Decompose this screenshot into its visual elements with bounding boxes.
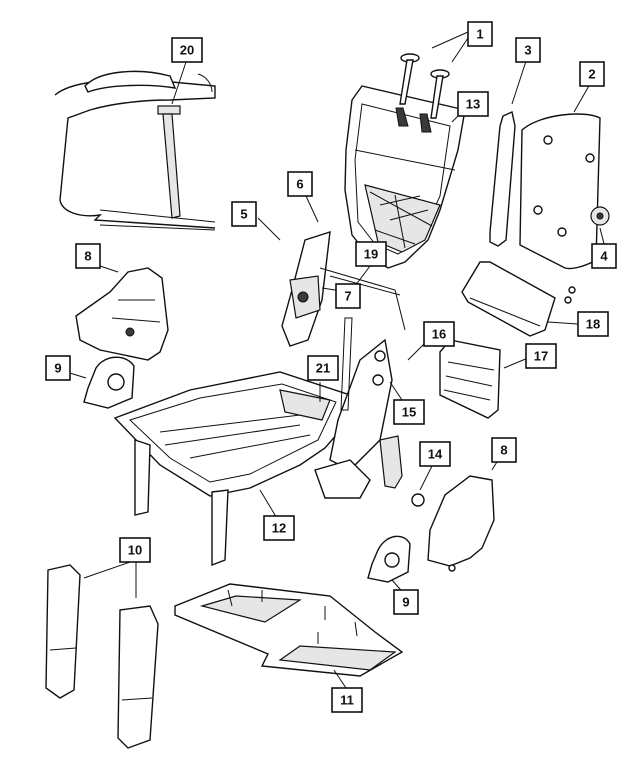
svg-text:20: 20 xyxy=(180,43,194,58)
callout-18: 18 xyxy=(577,311,609,337)
floor-panel-part-11 xyxy=(174,583,404,677)
seat-frame xyxy=(113,371,351,567)
svg-text:7: 7 xyxy=(344,289,351,304)
callout-10: 10 xyxy=(119,537,151,563)
callout-12: 12 xyxy=(263,515,295,541)
side-shield-left xyxy=(75,267,169,361)
callout-6: 6 xyxy=(287,171,313,197)
callout-17: 17 xyxy=(525,343,557,369)
callout-11: 11 xyxy=(331,687,363,713)
hinge-bracket xyxy=(281,231,406,347)
callout-19: 19 xyxy=(355,241,387,267)
svg-text:3: 3 xyxy=(524,43,531,58)
callout-13: 13 xyxy=(457,91,489,117)
svg-text:9: 9 xyxy=(54,361,61,376)
trim-pieces-part-10 xyxy=(45,564,159,749)
riser-part-15 xyxy=(329,317,393,471)
svg-text:15: 15 xyxy=(402,405,416,420)
bracket-left xyxy=(83,356,135,409)
side-shield-right xyxy=(427,475,495,572)
svg-text:17: 17 xyxy=(534,349,548,364)
svg-text:9: 9 xyxy=(402,595,409,610)
callout-4: 4 xyxy=(591,243,617,269)
callout-14: 14 xyxy=(419,441,451,467)
svg-text:5: 5 xyxy=(240,207,247,222)
svg-text:8: 8 xyxy=(500,443,507,458)
callout-2: 2 xyxy=(579,61,605,87)
svg-text:21: 21 xyxy=(316,361,330,376)
bracket-right xyxy=(367,535,411,583)
seat-back-frame xyxy=(344,85,466,269)
callout-20: 20 xyxy=(171,37,203,63)
svg-text:18: 18 xyxy=(586,317,600,332)
knob-part-4 xyxy=(590,206,610,226)
svg-text:8: 8 xyxy=(84,249,91,264)
svg-text:14: 14 xyxy=(428,447,443,462)
callout-9-left: 9 xyxy=(45,355,71,381)
callout-1: 1 xyxy=(467,21,493,47)
svg-text:13: 13 xyxy=(466,97,480,112)
callout-16: 16 xyxy=(423,321,455,347)
svg-text:11: 11 xyxy=(340,693,354,708)
buckle-part xyxy=(314,435,425,507)
callout-21: 21 xyxy=(307,355,339,381)
callout-9-right: 9 xyxy=(393,589,419,615)
callout-5: 5 xyxy=(231,201,257,227)
svg-text:16: 16 xyxy=(432,327,446,342)
svg-text:1: 1 xyxy=(476,27,483,42)
callout-8-right: 8 xyxy=(491,437,517,463)
svg-text:2: 2 xyxy=(588,67,595,82)
callout-8-left: 8 xyxy=(75,243,101,269)
inset-seat-with-rod xyxy=(54,70,216,231)
bolts-part-1 xyxy=(399,53,450,119)
rail-part-18 xyxy=(461,261,576,337)
svg-text:10: 10 xyxy=(128,543,142,558)
svg-text:12: 12 xyxy=(272,521,286,536)
strap-part-3 xyxy=(489,111,516,247)
callout-7: 7 xyxy=(335,283,361,309)
svg-text:19: 19 xyxy=(364,247,378,262)
back-panel-part-2 xyxy=(519,113,601,270)
svg-text:6: 6 xyxy=(296,177,303,192)
callout-3: 3 xyxy=(515,37,541,63)
callout-15: 15 xyxy=(393,399,425,425)
svg-text:4: 4 xyxy=(600,249,608,264)
cover-part-17 xyxy=(439,339,501,419)
